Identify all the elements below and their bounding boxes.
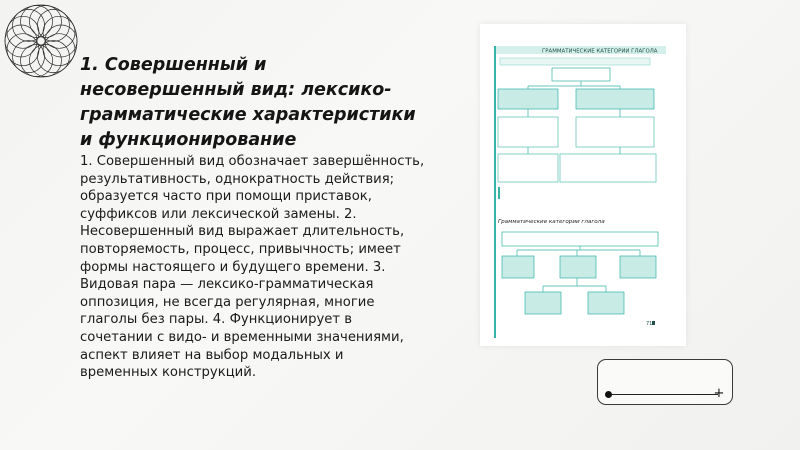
diagram-perfective-box xyxy=(497,88,559,110)
diagram-top-band xyxy=(499,57,651,66)
page-header-text: ГРАММАТИЧЕСКИЕ КАТЕГОРИИ ГЛАГОЛА xyxy=(542,49,658,55)
ornament-petal xyxy=(37,9,70,42)
ornament-petal xyxy=(12,40,45,73)
diagram-note-marker xyxy=(498,187,500,199)
category-number-box xyxy=(619,255,657,279)
diagram-imperfective-examples xyxy=(559,153,657,183)
ornament-petal xyxy=(6,33,40,67)
ornament-petal xyxy=(20,5,53,38)
category-person-box xyxy=(524,291,562,315)
ornament-petal xyxy=(29,5,62,38)
page-number-mark xyxy=(652,321,655,325)
media-player-widget[interactable]: + xyxy=(597,359,733,405)
timeline-track[interactable] xyxy=(612,394,718,395)
textbook-page-image: ГРАММАТИЧЕСКИЕ КАТЕГОРИИ ГЛАГОЛА Граммат… xyxy=(480,24,686,346)
page-left-border xyxy=(494,46,496,338)
ornament-petal xyxy=(29,44,62,77)
category-mood-box xyxy=(501,255,535,279)
page-number: 71 xyxy=(646,321,652,327)
slide-title: 1. Совершенный и несовершенный вид: лекс… xyxy=(80,55,416,150)
diagram-root-box xyxy=(551,67,611,82)
category-gender-box xyxy=(587,291,625,315)
diagram-imperfective-box xyxy=(575,88,655,110)
categories-root-box xyxy=(501,231,659,247)
diagram-imperfective-desc xyxy=(575,116,655,148)
slide-body-text: 1. Совершенный вид обозначает завершённо… xyxy=(80,154,425,381)
category-tense-box xyxy=(559,255,597,279)
ornament-petal xyxy=(20,44,53,77)
timeline-start-dot[interactable] xyxy=(605,391,612,398)
section-title: Грамматические категории глагола xyxy=(498,219,605,225)
page-header-band xyxy=(496,46,666,54)
ornament-petal xyxy=(42,15,76,49)
geometric-ornament-icon xyxy=(4,4,78,78)
diagram-perfective-examples xyxy=(497,153,559,183)
plus-icon[interactable]: + xyxy=(713,386,725,401)
diagram-perfective-desc xyxy=(497,116,559,148)
